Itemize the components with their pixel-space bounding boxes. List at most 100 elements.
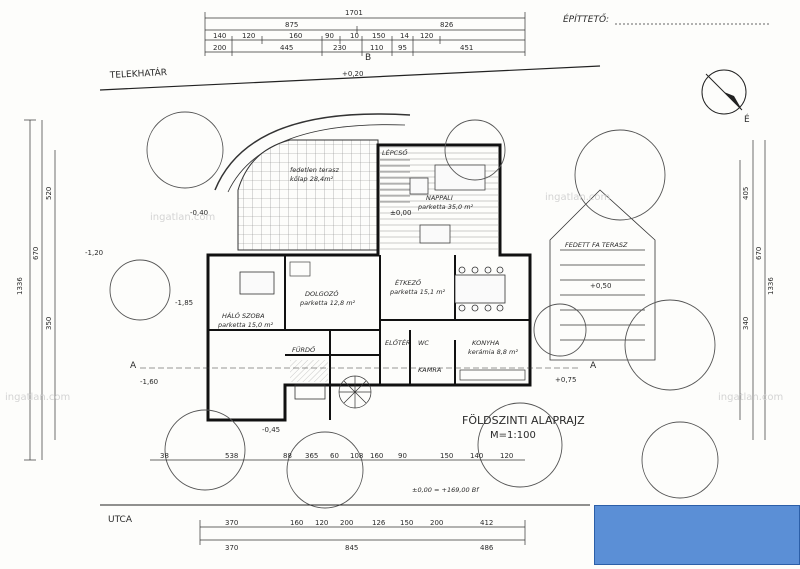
pantry-label: KAMRA xyxy=(418,366,441,374)
dim-label: 120 xyxy=(242,32,255,40)
dim-label: 10 xyxy=(350,32,359,40)
dim-label: 845 xyxy=(345,544,358,552)
dim-label: 670 xyxy=(755,247,763,260)
dim-label: 370 xyxy=(225,544,238,552)
architect-label: ÉPÍTTETŐ: xyxy=(563,13,609,25)
dim-label: 160 xyxy=(289,32,302,40)
dim-label: 826 xyxy=(440,21,454,29)
property-boundary-line xyxy=(99,65,601,91)
dim-label: 451 xyxy=(460,44,473,52)
level-label: ±0,00 xyxy=(390,209,411,217)
section-b-label: B xyxy=(365,53,371,63)
dim-label: 486 xyxy=(480,544,494,552)
bottom-dimension-labels: 38 538 88 365 60 108 160 90 150 140 120 … xyxy=(160,452,513,552)
level-label: +0,50 xyxy=(590,282,611,290)
bottom-dimension-chains xyxy=(150,459,526,545)
watermark-text: ingatlan.com xyxy=(150,212,215,223)
trees xyxy=(109,111,719,509)
terrace-arc-inner xyxy=(227,124,406,193)
living-room-area: parketta 35,0 m² xyxy=(417,203,474,211)
dim-label: 110 xyxy=(370,44,383,52)
dining-label: ÉTKEZŐ xyxy=(395,278,422,287)
top-dimension-labels: 1701 875 826 140 120 160 90 10 150 14 12… xyxy=(213,9,473,52)
watermark-text: ingatlan.com xyxy=(545,192,610,203)
level-label: +0,20 xyxy=(342,70,363,78)
dim-label: 200 xyxy=(340,519,353,527)
dim-label: 1336 xyxy=(16,277,24,295)
dim-label: 95 xyxy=(398,44,407,52)
dim-label: 120 xyxy=(420,32,433,40)
watermark-text: ingatlan.com xyxy=(718,392,783,403)
bedroom-label: HÁLÓ SZOBA xyxy=(222,311,265,320)
hall-label: ELŐTÉR xyxy=(385,338,410,347)
dim-label: 200 xyxy=(213,44,226,52)
study-label: DOLGOZÓ xyxy=(305,289,338,298)
interior-walls xyxy=(208,255,530,420)
north-arrow: É xyxy=(701,69,750,125)
bath-label: FÜRDŐ xyxy=(292,345,316,354)
dim-label: 126 xyxy=(372,519,386,527)
dim-label: 150 xyxy=(372,32,385,40)
building-outline xyxy=(206,143,532,422)
dim-label: 90 xyxy=(398,452,407,460)
level-label: +0,75 xyxy=(555,376,576,384)
dim-label: 88 xyxy=(283,452,292,460)
dim-label: 200 xyxy=(430,519,443,527)
dim-label: 445 xyxy=(280,44,293,52)
terrace-area-label: kőlap 28,4m² xyxy=(290,174,334,183)
dim-label: 670 xyxy=(32,247,40,260)
study-desk xyxy=(289,261,311,277)
right-dimension-chain xyxy=(739,140,766,440)
blue-overlay-box xyxy=(594,505,800,565)
north-label: É xyxy=(744,113,750,125)
dim-label: 230 xyxy=(333,44,346,52)
dim-label: 412 xyxy=(480,519,493,527)
dim-label: 520 xyxy=(45,187,53,200)
dim-label: 150 xyxy=(440,452,453,460)
entry-level-note: ±0,00 = +169,00 Bf xyxy=(412,486,480,494)
plan-scale: M=1:100 xyxy=(490,430,536,441)
bath-tile-area xyxy=(290,360,328,382)
kitchen-area: kerámia 8,8 m² xyxy=(468,348,518,356)
stair-steps xyxy=(380,159,410,203)
terrace-label: fedetlen terasz xyxy=(290,166,340,174)
study-area: parketta 12,8 m² xyxy=(299,299,356,307)
kitchen-counter xyxy=(459,369,526,381)
wc-label: WC xyxy=(418,339,429,347)
section-a-right: A xyxy=(590,361,597,371)
street-label: UTCA xyxy=(108,515,133,525)
dim-label: 90 xyxy=(325,32,334,40)
dim-label: 370 xyxy=(225,519,238,527)
dim-label: 160 xyxy=(370,452,383,460)
dim-label: 405 xyxy=(742,187,750,200)
dim-label: 140 xyxy=(213,32,226,40)
dining-area: parketta 15,1 m² xyxy=(389,288,446,296)
bathtub xyxy=(294,384,326,400)
bedroom-area: parketta 15,0 m² xyxy=(217,321,274,329)
dim-label: 160 xyxy=(290,519,303,527)
level-label: -1,60 xyxy=(140,378,158,386)
dim-label: 140 xyxy=(470,452,483,460)
dim-label: 108 xyxy=(350,452,363,460)
dim-label: 1336 xyxy=(767,277,775,295)
dim-label: 875 xyxy=(285,21,298,29)
dim-label: 14 xyxy=(400,32,409,40)
dim-label: 60 xyxy=(330,452,339,460)
dim-label: 120 xyxy=(315,519,328,527)
dim-label: 350 xyxy=(45,317,53,330)
level-label: -0,40 xyxy=(190,209,208,217)
dim-label: 365 xyxy=(305,452,318,460)
top-dimension-chains xyxy=(204,12,526,56)
level-label: -0,45 xyxy=(262,426,280,434)
dim-label: 120 xyxy=(500,452,513,460)
left-dimension-chain xyxy=(24,119,56,461)
level-label: -1,20 xyxy=(85,249,103,257)
stairs-label: LÉPCSŐ xyxy=(382,148,408,157)
plan-title: FÖLDSZINTI ALAPRAJZ xyxy=(462,414,585,427)
terrace-tiled-area xyxy=(237,139,379,251)
dim-total-label: 1701 xyxy=(345,9,363,17)
living-room-label: NAPPALI xyxy=(426,194,453,202)
kitchen-label: KONYHA xyxy=(472,339,499,347)
